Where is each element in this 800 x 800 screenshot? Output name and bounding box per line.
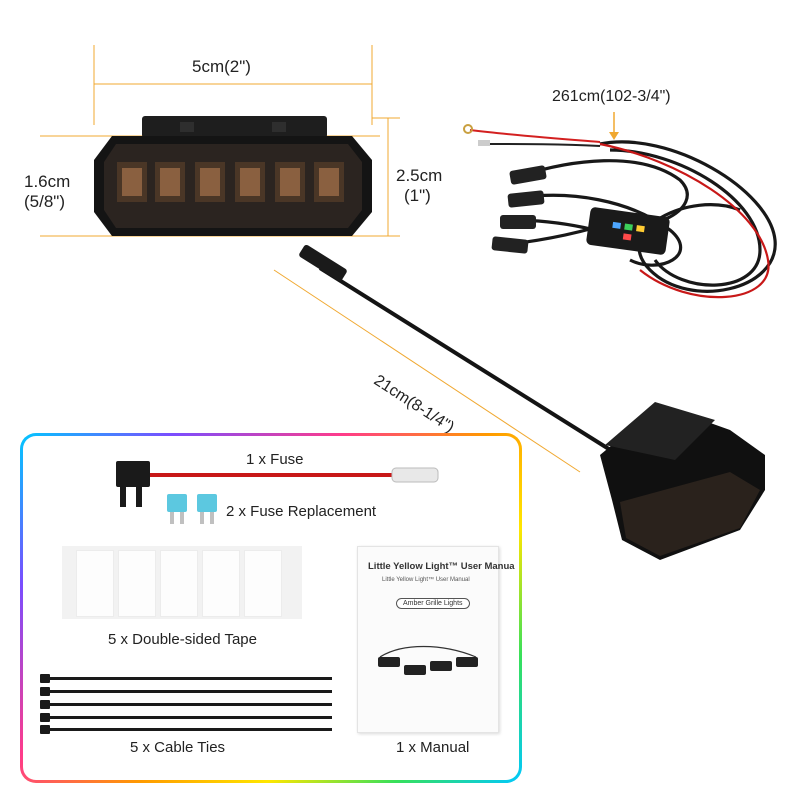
tape-strip (118, 550, 156, 617)
fuse-replacement-label: 2 x Fuse Replacement (226, 503, 377, 520)
fuse-label: 1 x Fuse (246, 451, 304, 468)
height-right-in-label: (1") (404, 186, 431, 205)
height-left-cm-label: 1.6cm (24, 172, 71, 191)
cable-ties (38, 672, 338, 734)
manual-product-illustration (378, 645, 478, 675)
spare-fuses (165, 492, 225, 528)
tape-strip (244, 550, 282, 617)
cable-ties-label: 5 x Cable Ties (130, 739, 226, 756)
tape-strip (76, 550, 114, 617)
double-sided-tape-sheet (62, 546, 302, 619)
manual-subtitle: Little Yellow Light™ User Manual (382, 577, 470, 583)
fuse-tap (100, 455, 450, 515)
fuse-tap-drawing (116, 461, 439, 507)
harness-length-label: 261cm(102-3/4") (552, 88, 671, 105)
wiring-harness (440, 80, 800, 340)
tape-strip (160, 550, 198, 617)
light-with-cable (260, 240, 800, 580)
height-left-in-label: (5/8") (24, 192, 65, 211)
wiring-harness-drawing (463, 112, 777, 299)
width-dimension-label: 5cm(2") (192, 57, 251, 76)
user-manual: Little Yellow Light™ User Manua Little Y… (357, 546, 515, 733)
light-front-view (0, 0, 430, 260)
height-right-cm-label: 2.5cm (396, 166, 443, 185)
light-front-drawing (40, 45, 430, 237)
tape-strip (202, 550, 240, 617)
cable-ties-drawing (40, 674, 332, 734)
tape-label: 5 x Double-sided Tape (108, 631, 257, 648)
manual-label: 1 x Manual (396, 739, 470, 756)
spare-fuses-drawing (167, 494, 217, 524)
light-with-cable-drawing (273, 244, 765, 560)
manual-title: Little Yellow Light™ User Manua (368, 561, 515, 572)
manual-badge: Amber Grille Lights (396, 598, 470, 609)
